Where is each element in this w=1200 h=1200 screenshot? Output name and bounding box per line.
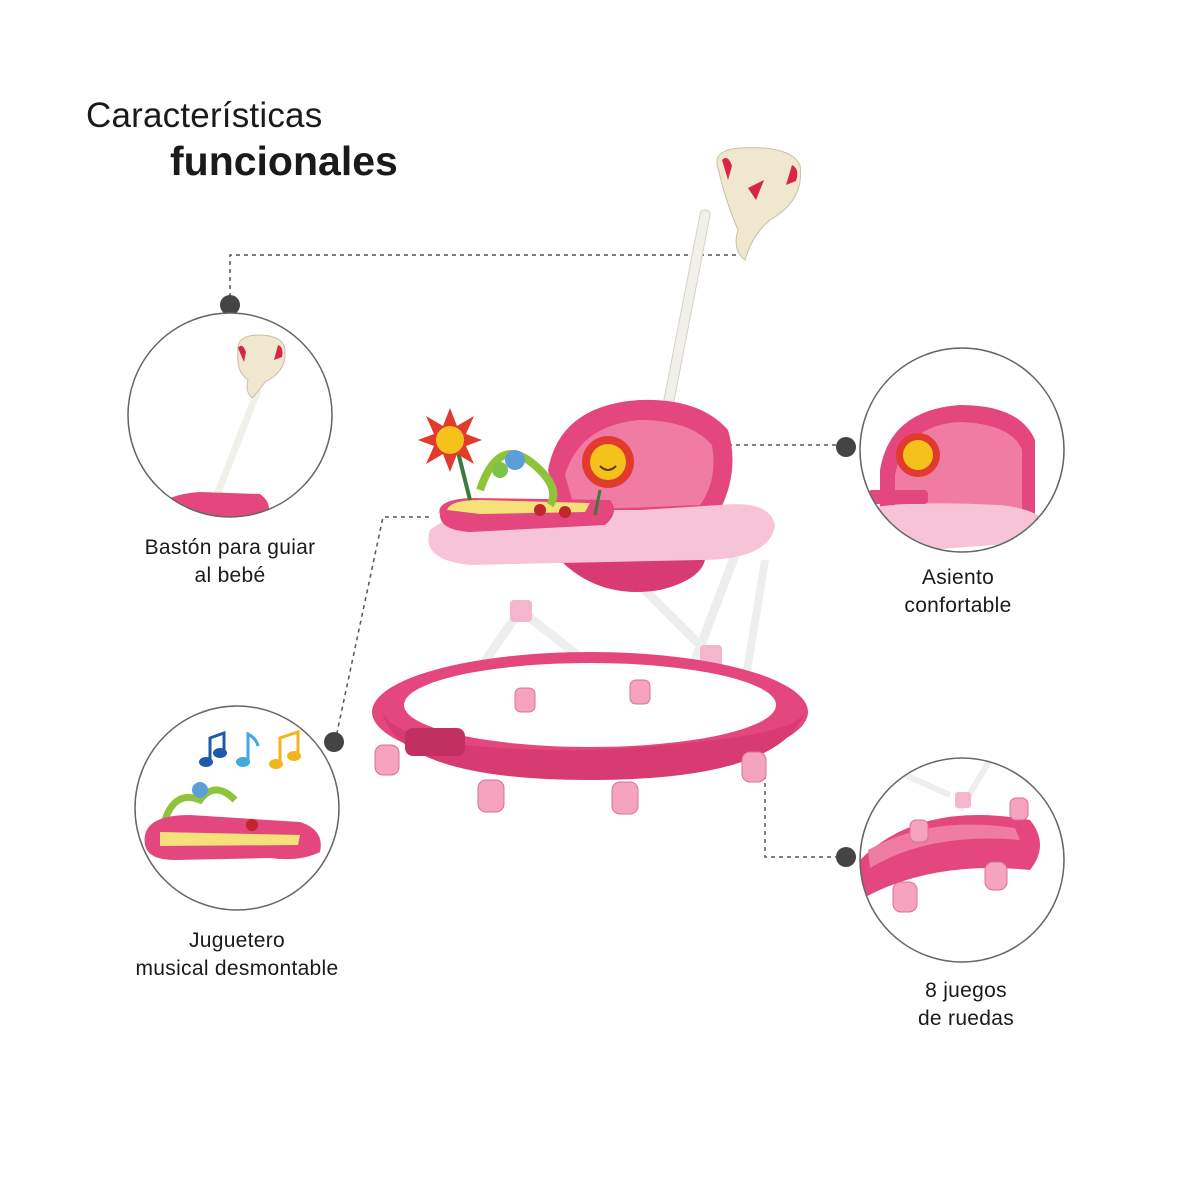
detail-handle bbox=[127, 312, 333, 518]
connector-dots bbox=[220, 295, 856, 867]
caption-wheels: 8 juegos de ruedas bbox=[917, 979, 1015, 1030]
connector-lines bbox=[229, 254, 845, 858]
caption-handle: Bastón para guiar al bebé bbox=[144, 536, 316, 587]
baby-walker-main bbox=[372, 147, 808, 815]
caption-seat: Asiento confortable bbox=[904, 566, 1012, 617]
heading-line-1: Características bbox=[86, 96, 323, 135]
wheels-connector bbox=[764, 775, 845, 858]
handle-connector bbox=[229, 254, 738, 305]
caption-toy-tray: Juguetero musical desmontable bbox=[135, 929, 339, 980]
detail-seat bbox=[859, 347, 1065, 553]
detail-wheels bbox=[859, 757, 1065, 963]
detail-toy-tray bbox=[134, 705, 340, 911]
music-notes-icon bbox=[199, 729, 301, 769]
heading-line-2: funcionales bbox=[170, 138, 398, 184]
